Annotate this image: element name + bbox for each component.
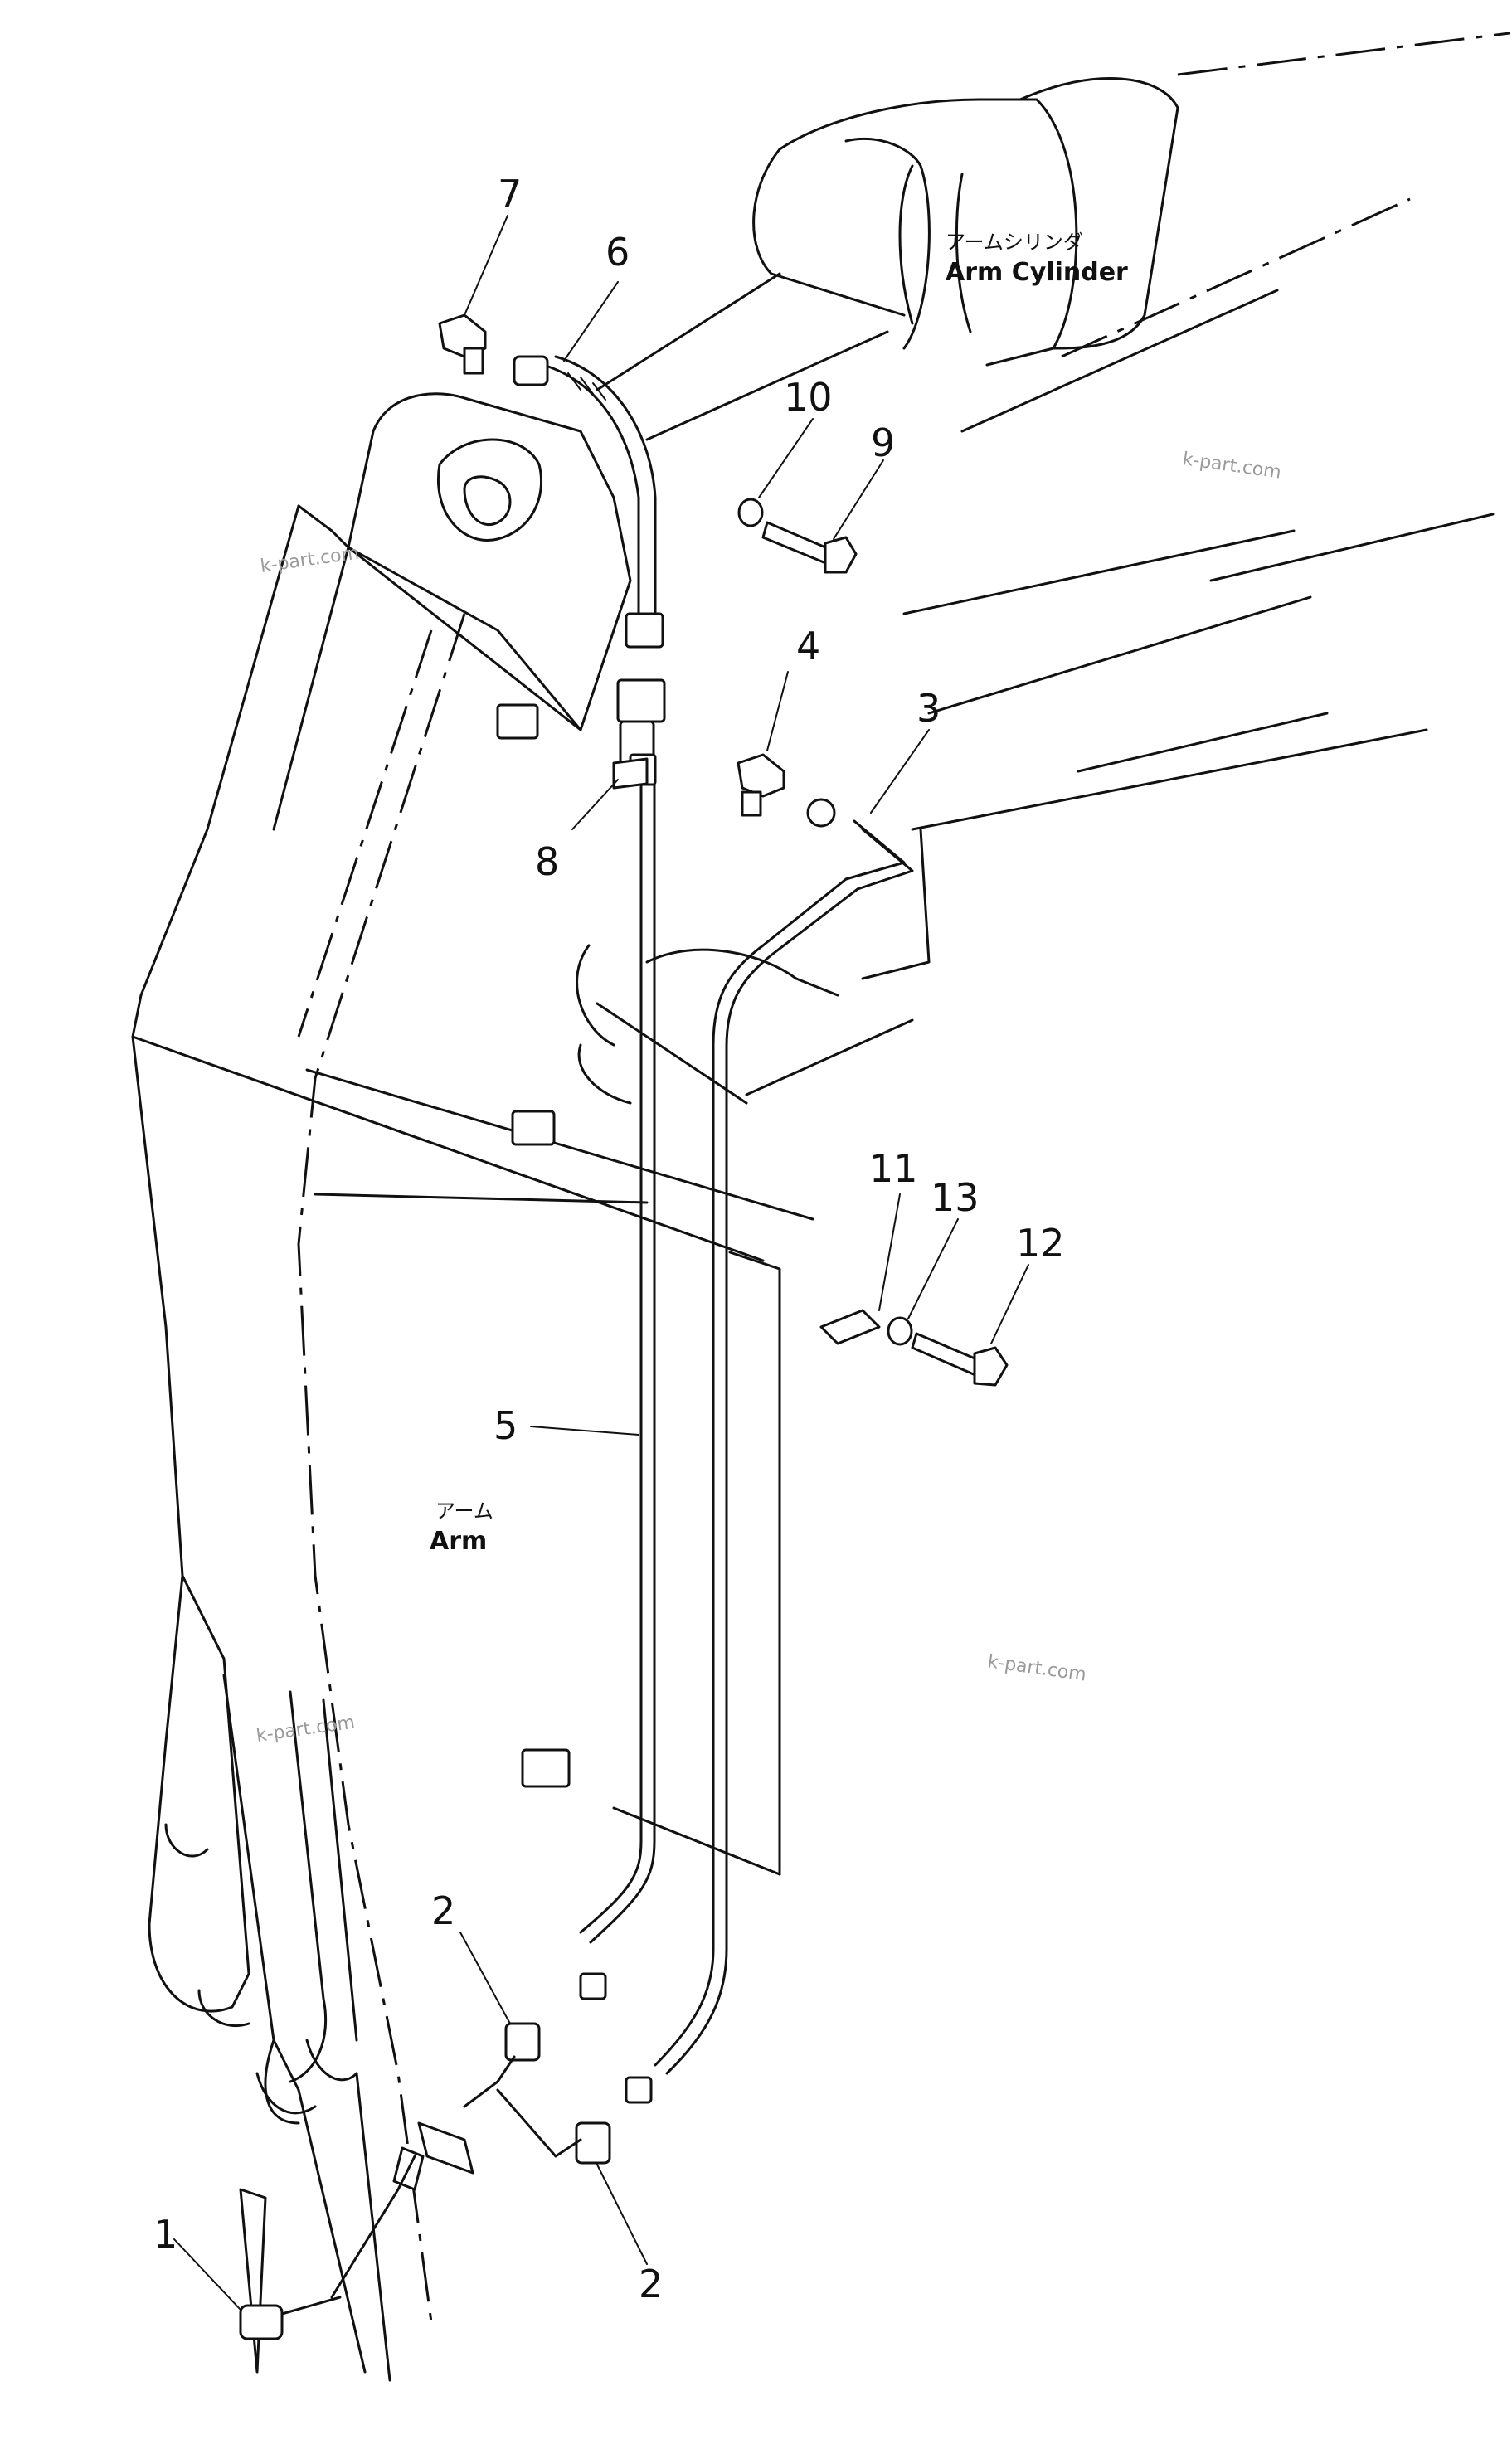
part-number-9: 9: [871, 420, 895, 465]
part-number-1: 1: [153, 2212, 177, 2257]
fittings: [239, 313, 1009, 2340]
arm-cylinder-label-en: Arm Cylinder: [946, 258, 1128, 287]
part-number-2-lower: 2: [639, 2262, 663, 2306]
arm-cylinder-label-jp: アームシリンダ: [946, 231, 1083, 254]
part-number-10: 10: [784, 375, 833, 420]
watermark-2: k-part.com: [259, 543, 360, 577]
arm-label-en: Arm: [430, 1527, 487, 1556]
part-number-13: 13: [931, 1175, 980, 1220]
arm-label-jp: アーム: [435, 1499, 493, 1523]
part-number-2-upper: 2: [431, 1888, 455, 1933]
part-number-11: 11: [869, 1146, 918, 1191]
part-number-6: 6: [605, 230, 630, 275]
watermark-3: k-part.com: [986, 1651, 1087, 1685]
part-number-4: 4: [796, 624, 820, 668]
arm-cylinder: [596, 32, 1510, 831]
piping-lines: [579, 778, 914, 2075]
part-number-7: 7: [498, 172, 522, 216]
arm-body: [131, 392, 931, 2382]
part-number-3: 3: [916, 686, 941, 731]
part-number-5: 5: [493, 1403, 518, 1448]
leader-lines: [173, 215, 1029, 2311]
watermark-1: k-part.com: [1181, 449, 1282, 483]
part-number-8: 8: [535, 839, 559, 884]
watermark-4: k-part.com: [255, 1713, 356, 1747]
part-number-12: 12: [1016, 1221, 1065, 1266]
